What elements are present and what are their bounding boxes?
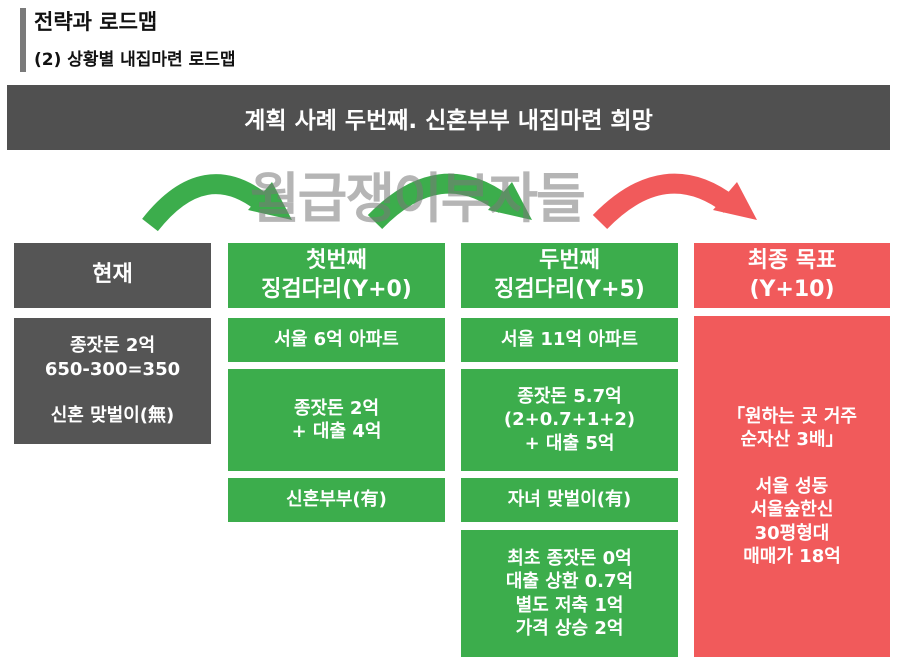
first-step-target: 서울 6억 아파트 [228,318,445,362]
first-step-status: 신혼부부(有) [228,478,445,522]
title-accent-bar [20,8,26,72]
second-step-header: 두번째 징검다리(Y+5) [461,243,678,308]
final-goal-header: 최종 목표 (Y+10) [694,243,890,308]
second-step-status: 자녀 맞벌이(有) [461,478,678,522]
progress-arrows [142,173,757,232]
second-step-funding: 종잣돈 5.7억 (2+0.7+1+2) + 대출 5억 [461,369,678,471]
arrow-icon-green-1 [142,174,292,232]
final-goal-details: 「원하는 곳 거주 순자산 3배」 서울 성동 서울숲한신 30평형대 매매가 … [694,316,890,657]
page-title: 전략과 로드맵 [34,10,158,34]
plan-banner: 계획 사례 두번째. 신혼부부 내집마련 희망 [7,85,890,150]
current-header: 현재 [14,243,211,308]
first-step-header: 첫번째 징검다리(Y+0) [228,243,445,308]
second-step-target: 서울 11억 아파트 [461,318,678,362]
first-step-funding: 종잣돈 2억 + 대출 4억 [228,369,445,471]
page-subtitle: (2) 상황별 내집마련 로드맵 [34,50,236,70]
second-step-breakdown: 최초 종잣돈 0억 대출 상환 0.7억 별도 저축 1억 가격 상승 2억 [461,530,678,657]
arrow-icon-green-2 [367,173,532,230]
arrow-icon-red [592,173,757,230]
current-details: 종잣돈 2억 650-300=350 신혼 맞벌이(無) [14,318,211,444]
